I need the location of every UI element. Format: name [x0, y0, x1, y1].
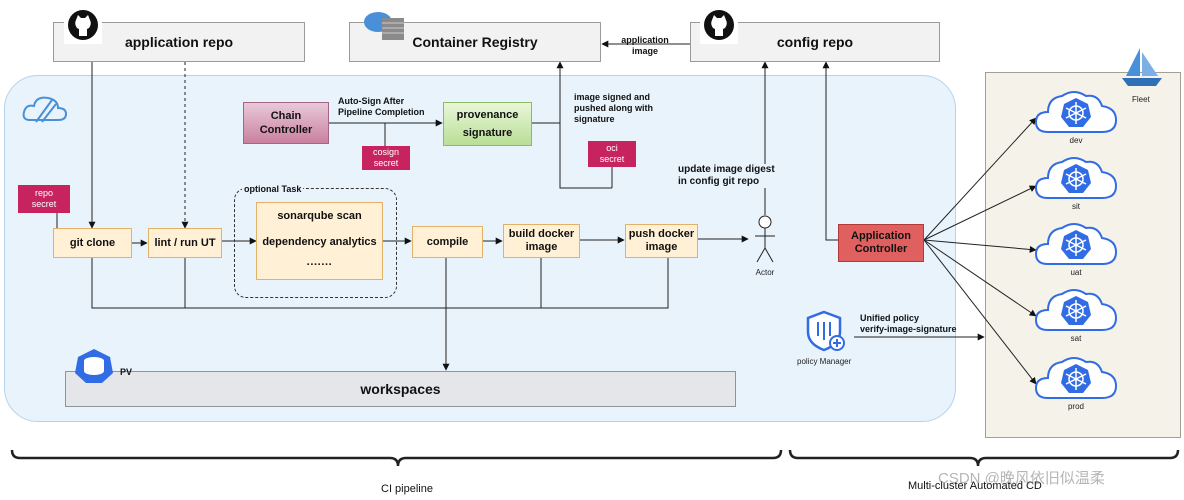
chain-controller-box[interactable]: Chain Controller	[243, 102, 329, 144]
cluster-sat[interactable]: sat	[1034, 286, 1118, 346]
more-tasks-ellipsis: ·······	[306, 259, 333, 271]
fleet-label: Fleet	[1132, 95, 1150, 104]
policy-manager-label: policy Manager	[797, 357, 852, 366]
cluster-uat[interactable]: uat	[1034, 220, 1118, 280]
cosign-secret-badge: cosign secret	[362, 146, 410, 170]
sonarqube-scan-task: sonarqube scan	[277, 210, 362, 222]
repo-secret-badge: repo secret	[18, 185, 70, 213]
cluster-label: prod	[1067, 402, 1084, 411]
optional-task-box[interactable]	[256, 202, 383, 280]
cluster-label: uat	[1070, 268, 1082, 277]
cluster-sit[interactable]: sit	[1034, 154, 1118, 214]
workspaces-box[interactable]: workspaces	[65, 371, 736, 407]
actor-label: Actor	[755, 268, 775, 277]
kubernetes-cloud-icon	[1034, 289, 1118, 331]
compile-task[interactable]: compile	[412, 226, 483, 258]
auto-sign-label: Auto-Sign After Pipeline Completion	[338, 96, 425, 117]
unified-policy-label: Unified policy verify-image-signature	[860, 313, 957, 334]
pipeline-logo-icon	[22, 96, 68, 123]
ci-pipeline-label: CI pipeline	[381, 483, 433, 495]
kubernetes-cloud-icon	[1034, 357, 1118, 399]
application-image-label: application image	[621, 35, 669, 56]
optional-task-label: optional Task	[242, 184, 304, 195]
provenance-signature-box[interactable]: provenance signature	[443, 102, 532, 146]
kubernetes-cloud-icon	[1034, 157, 1118, 199]
multi-cluster-cd-label: Multi-cluster Automated CD	[908, 480, 1042, 492]
kubernetes-cloud-icon	[1034, 223, 1118, 265]
pv-label: PV	[120, 367, 133, 377]
github-icon	[64, 6, 102, 44]
optional-task-group	[234, 188, 397, 298]
lint-run-ut-task[interactable]: lint / run UT	[148, 228, 222, 258]
build-docker-image-task[interactable]: build docker image	[503, 224, 580, 258]
fleet-icon	[1122, 48, 1162, 86]
pv-icon	[75, 349, 113, 383]
push-docker-image-task[interactable]: push docker image	[625, 224, 698, 258]
dependency-analytics-task: dependency analytics	[262, 236, 377, 248]
cluster-label: sit	[1072, 202, 1080, 211]
application-controller-box[interactable]: Application Controller	[838, 224, 924, 262]
github-icon	[700, 6, 738, 44]
cluster-prod[interactable]: prod	[1034, 354, 1118, 414]
cluster-label: sat	[1070, 334, 1082, 343]
cluster-label: dev	[1069, 136, 1083, 145]
cluster-dev[interactable]: dev	[1034, 88, 1118, 148]
update-digest-label: update image digest in config git repo	[678, 164, 775, 188]
cloud-registry-icon	[364, 12, 404, 40]
image-signed-label: image signed and pushed along with signa…	[574, 92, 653, 124]
policy-manager-icon	[806, 310, 845, 352]
git-clone-task[interactable]: git clone	[53, 228, 132, 258]
oci-secret-badge: oci secret	[588, 141, 636, 167]
actor-figure	[755, 215, 775, 263]
container-registry-box[interactable]: Container Registry	[349, 22, 601, 62]
watermark: CSDN @晚风依旧似温柔	[938, 470, 1105, 487]
kubernetes-cloud-icon	[1034, 91, 1118, 133]
